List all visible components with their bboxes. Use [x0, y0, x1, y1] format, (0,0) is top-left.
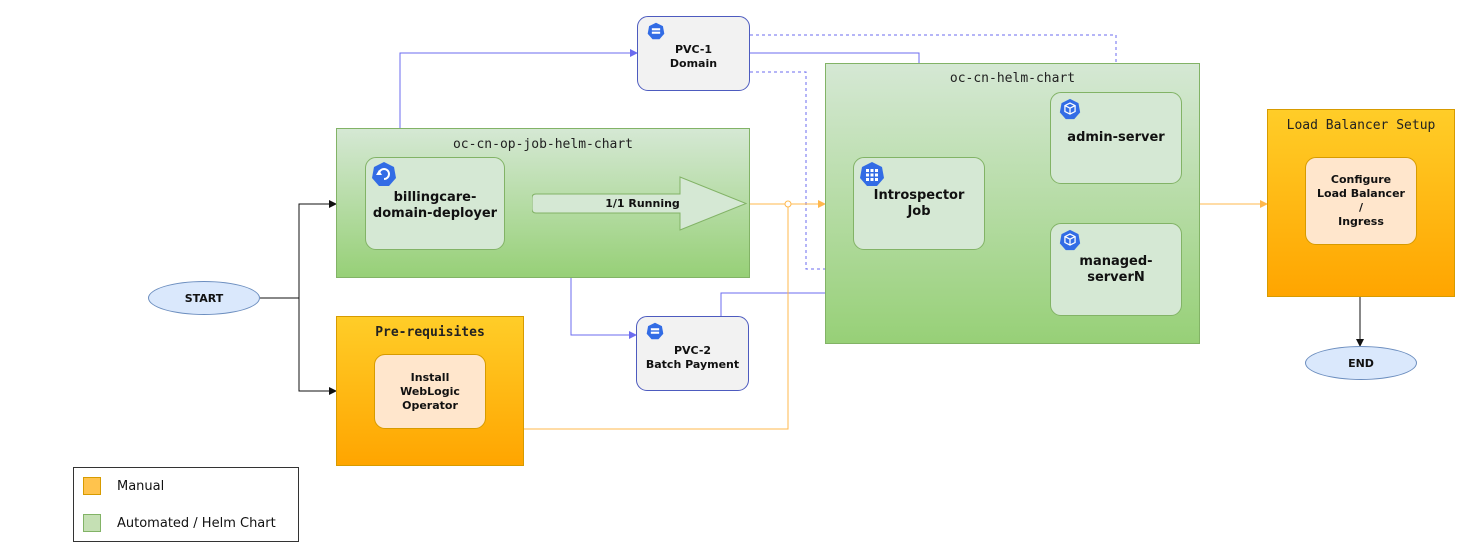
introspector-job-box[interactable]: Introspector Job	[853, 157, 985, 250]
legend-manual-swatch	[83, 477, 101, 495]
job-icon	[860, 162, 884, 186]
legend-automated-swatch	[83, 514, 101, 532]
managed-pod-icon	[1059, 229, 1081, 251]
branch-to-job-chart	[298, 200, 337, 298]
load-balancer-title: Load Balancer Setup	[1286, 118, 1436, 133]
deploy-icon	[372, 162, 396, 186]
billingcare-deployer-box[interactable]: billingcare- domain-deployer	[365, 157, 505, 250]
branch-to-prereq	[298, 298, 337, 395]
running-status-label: 1/1 Running	[605, 197, 680, 210]
deployer-to-pvc1	[399, 49, 638, 157]
junction-point	[784, 200, 792, 208]
start-node: START	[148, 281, 260, 315]
end-node: END	[1305, 346, 1417, 380]
prereq-title: Pre-requisites	[375, 325, 485, 340]
legend-manual-label: Manual	[117, 479, 165, 494]
admin-pod-icon	[1059, 98, 1081, 120]
prereq-to-junction	[524, 204, 789, 430]
pvc1-icon	[647, 22, 665, 40]
legend: Manual Automated / Helm Chart	[73, 467, 299, 542]
job-helm-chart-title: oc-cn-op-job-helm-chart	[452, 137, 633, 152]
helm-chart-title: oc-cn-helm-chart	[949, 71, 1076, 86]
running-status-arrow	[532, 176, 748, 231]
legend-automated-label: Automated / Helm Chart	[117, 516, 276, 531]
configure-load-balancer-box[interactable]: Configure Load Balancer / Ingress	[1305, 157, 1417, 245]
install-weblogic-operator-box[interactable]: Install WebLogic Operator	[374, 354, 486, 429]
pvc2-icon	[646, 322, 664, 340]
